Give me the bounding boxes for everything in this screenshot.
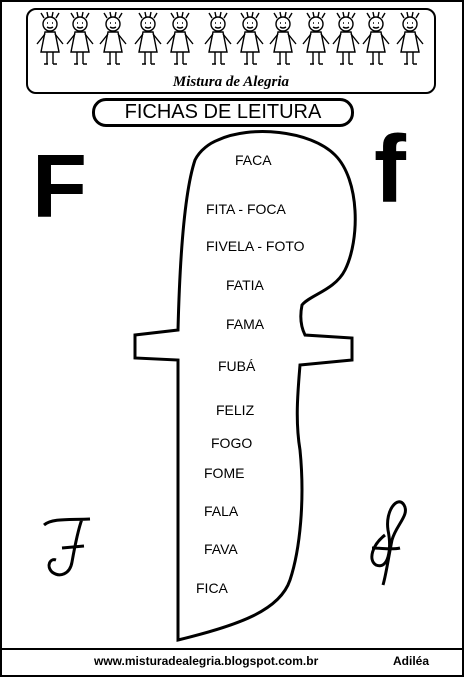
uppercase-print-letter: F xyxy=(32,137,87,237)
child-figure xyxy=(166,11,194,65)
child-figure xyxy=(332,11,360,65)
child-figure xyxy=(236,11,264,65)
brand-banner: Mistura de Alegria xyxy=(26,8,436,94)
cursive-uppercase-f xyxy=(43,517,91,577)
child-figure xyxy=(269,11,297,65)
word-fama: FAMA xyxy=(226,316,265,332)
word-fica: FICA xyxy=(196,580,228,596)
word-fome: FOME xyxy=(204,465,245,481)
page-title: FICHAS DE LEITURA xyxy=(92,98,354,127)
child-figure xyxy=(134,11,162,65)
cursive-lowercase-f xyxy=(370,500,407,586)
word-fatia: FATIA xyxy=(226,277,264,293)
card-shape xyxy=(133,130,357,642)
word-fogo: FOGO xyxy=(211,435,253,451)
footer-divider xyxy=(0,648,464,650)
word-fava: FAVA xyxy=(204,541,238,557)
word-fuba: FUBÁ xyxy=(218,358,256,374)
child-figure xyxy=(99,11,127,65)
child-figure xyxy=(302,11,330,65)
word-fita-foca: FITA - FOCA xyxy=(206,201,286,217)
child-figure xyxy=(204,11,232,65)
word-fivela-foto: FIVELA - FOTO xyxy=(206,238,305,254)
word-feliz: FELIZ xyxy=(216,402,255,418)
child-figure xyxy=(362,11,390,65)
word-fala: FALA xyxy=(204,503,239,519)
brand-name: Mistura de Alegria xyxy=(172,74,290,90)
child-figure xyxy=(66,11,94,65)
children-drawing xyxy=(36,11,424,65)
lowercase-print-letter: f xyxy=(374,116,406,223)
author-name: Adiléa xyxy=(393,654,430,668)
child-figure xyxy=(396,11,424,65)
word-faca: FACA xyxy=(235,152,272,168)
website-link[interactable]: www.misturadealegria.blogspot.com.br xyxy=(94,654,319,668)
child-figure xyxy=(36,11,64,65)
